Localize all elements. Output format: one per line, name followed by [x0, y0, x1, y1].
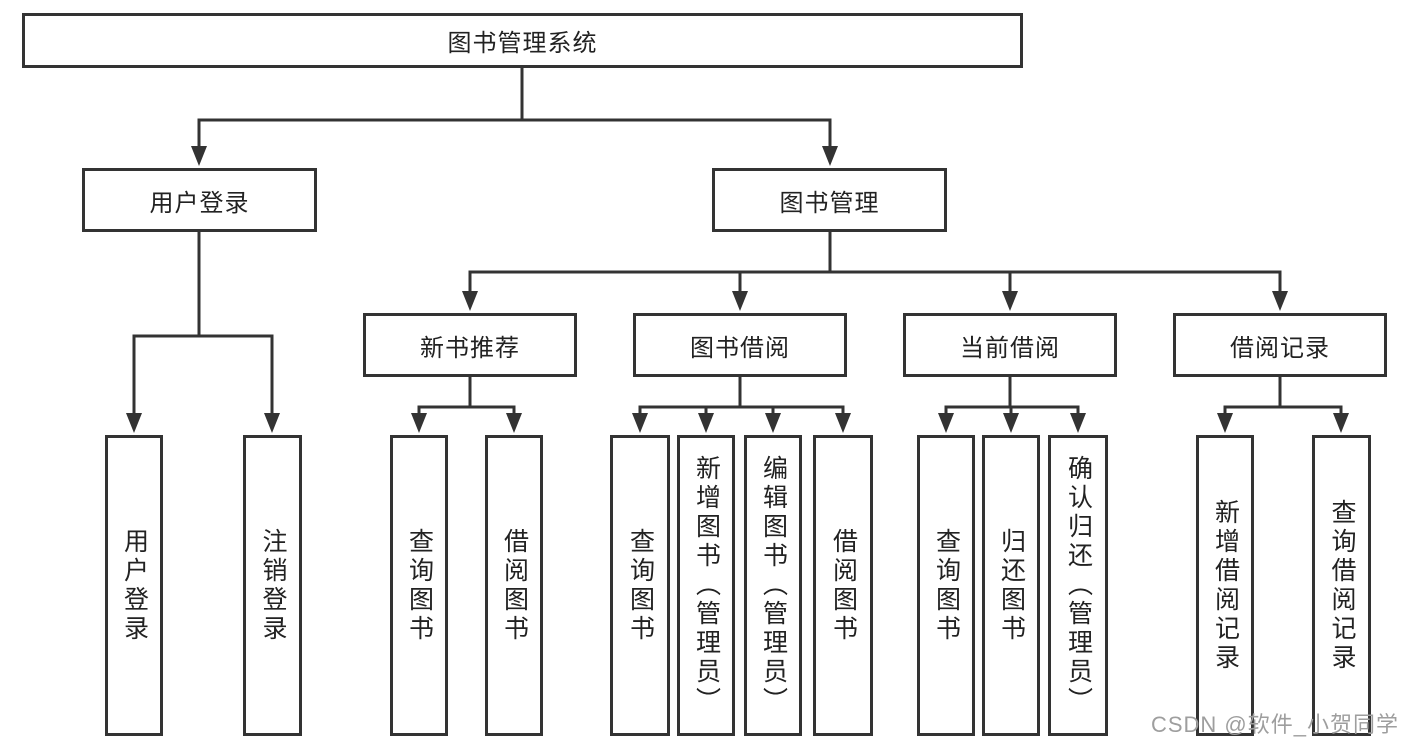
- node-label: 图书管理: [779, 189, 880, 217]
- node-label: 新增借阅记录: [1211, 498, 1240, 673]
- node-book-management-branch: 图书管理: [712, 168, 947, 232]
- leaf-borrow-edit-books-admin: 编辑图书（管理员）: [744, 435, 802, 736]
- leaf-borrow-add-books-admin: 新增图书（管理员）: [677, 435, 735, 736]
- connector-new-book-recommend-to-leaves: [411, 377, 522, 433]
- leaf-user-login: 用户登录: [105, 435, 163, 736]
- node-label: 查询借阅记录: [1328, 498, 1356, 673]
- leaf-records-query-record: 查询借阅记录: [1312, 435, 1371, 736]
- node-label: 用户登录: [149, 189, 250, 217]
- leaf-newbook-borrow-books: 借阅图书: [485, 435, 543, 736]
- leaf-borrow-query-books: 查询图书: [610, 435, 670, 736]
- leaf-borrow-borrow-books: 借阅图书: [813, 435, 873, 736]
- node-label: 确认归还（管理员）: [1064, 455, 1093, 716]
- connector-current-borrow-to-leaves: [938, 377, 1086, 433]
- leaf-current-confirm-return-admin: 确认归还（管理员）: [1048, 435, 1108, 736]
- node-label: 注销登录: [259, 527, 287, 644]
- leaf-newbook-query-books: 查询图书: [390, 435, 448, 736]
- leaf-records-add-record: 新增借阅记录: [1196, 435, 1254, 736]
- node-label: 图书管理系统: [447, 30, 598, 57]
- connector-user-login-to-leaves: [126, 232, 280, 433]
- node-label: 借阅记录: [1230, 334, 1330, 362]
- node-book-borrow: 图书借阅: [633, 313, 847, 377]
- node-user-login-branch: 用户登录: [82, 168, 317, 232]
- node-borrow-records: 借阅记录: [1173, 313, 1387, 377]
- node-label: 当前借阅: [960, 334, 1060, 362]
- leaf-logout: 注销登录: [243, 435, 302, 736]
- connector-borrow-records-to-leaves: [1217, 377, 1349, 433]
- node-current-borrow: 当前借阅: [903, 313, 1117, 377]
- connector-root-to-branches: [191, 68, 838, 166]
- leaf-current-return-books: 归还图书: [982, 435, 1040, 736]
- connector-book-borrow-to-leaves: [632, 377, 851, 433]
- node-new-book-recommend: 新书推荐: [363, 313, 577, 377]
- node-label: 借阅图书: [500, 527, 529, 644]
- node-label: 查询图书: [626, 527, 655, 644]
- node-label: 图书借阅: [690, 334, 790, 362]
- node-label: 借阅图书: [829, 527, 858, 644]
- node-label: 编辑图书（管理员）: [759, 455, 788, 716]
- node-label: 用户登录: [120, 527, 149, 644]
- node-label: 新增图书（管理员）: [692, 455, 721, 716]
- node-root-library-management-system: 图书管理系统: [22, 13, 1023, 68]
- leaf-current-query-books: 查询图书: [917, 435, 975, 736]
- node-label: 新书推荐: [420, 334, 520, 362]
- node-label: 查询图书: [405, 527, 434, 644]
- connector-book-management-to-sections: [462, 232, 1288, 311]
- node-label: 归还图书: [997, 527, 1026, 644]
- node-label: 查询图书: [932, 527, 961, 644]
